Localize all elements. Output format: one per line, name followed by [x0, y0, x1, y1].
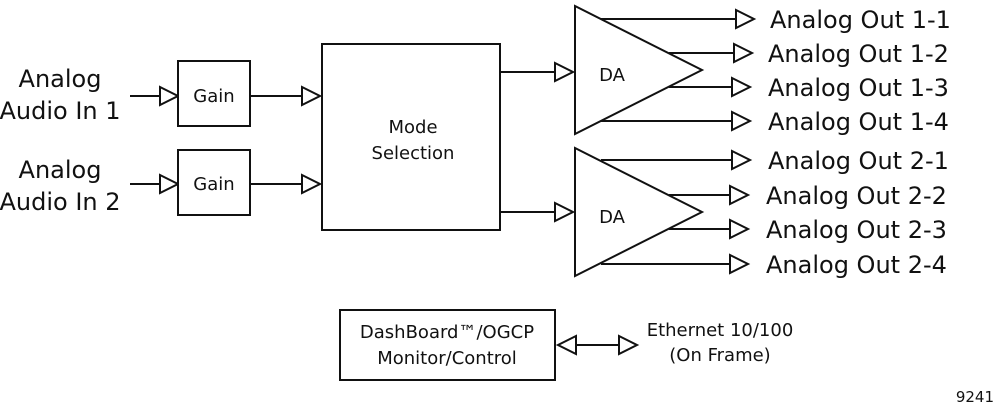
- out-2-1-arrowhead: [731, 149, 753, 171]
- da-amplifier-1: [574, 4, 705, 136]
- mode-to-da-1-arrowhead: [554, 61, 576, 83]
- input-2-arrowhead: [159, 173, 181, 195]
- out-2-3-arrowhead: [729, 218, 751, 240]
- input-1-label-line2: Audio In 1: [0, 97, 121, 125]
- out-2-2-arrowhead: [729, 184, 751, 206]
- network-label-line2: (On Frame): [669, 345, 770, 366]
- mode-selection-box: [321, 43, 501, 231]
- network-link-arrowhead-right: [618, 334, 640, 356]
- mode-selection-label-line2: Selection: [372, 143, 455, 164]
- gain-box-1: [177, 60, 251, 127]
- output-label-2-1: Analog Out 2-1: [768, 147, 949, 175]
- out-1-1-arrowhead: [735, 8, 757, 30]
- output-label-1-3: Analog Out 1-3: [768, 74, 949, 102]
- mode-selection-label-line1: Mode: [388, 117, 437, 138]
- gain-box-1-label: Gain: [193, 86, 234, 107]
- out-1-4-arrowhead: [731, 110, 753, 132]
- da-amplifier-1-label: DA: [599, 65, 626, 86]
- output-label-1-1: Analog Out 1-1: [770, 6, 951, 34]
- figure-number: 9241: [956, 388, 994, 406]
- control-box-label-line2: Monitor/Control: [377, 348, 517, 369]
- out-1-3-arrowhead: [731, 76, 753, 98]
- control-box: [339, 309, 556, 381]
- input-2-label-line1: Analog: [19, 156, 102, 184]
- output-label-1-2: Analog Out 1-2: [768, 40, 949, 68]
- input-1-label-line1: Analog: [19, 65, 102, 93]
- out-1-2-arrowhead: [733, 42, 755, 64]
- da-amplifier-2-label: DA: [599, 207, 626, 228]
- output-label-1-4: Analog Out 1-4: [768, 108, 949, 136]
- mode-to-da-2-arrowhead: [554, 201, 576, 223]
- input-1-arrowhead: [159, 85, 181, 107]
- gain-2-to-mode-arrowhead: [301, 173, 323, 195]
- gain-1-to-mode-arrowhead: [301, 85, 323, 107]
- control-box-label-line1: DashBoard™/OGCP: [360, 322, 534, 343]
- output-label-2-2: Analog Out 2-2: [766, 182, 947, 210]
- output-label-2-4: Analog Out 2-4: [766, 251, 947, 279]
- da-amplifier-2: [574, 146, 705, 278]
- input-2-label-line2: Audio In 2: [0, 188, 121, 216]
- gain-box-2-label: Gain: [193, 174, 234, 195]
- output-label-2-3: Analog Out 2-3: [766, 216, 947, 244]
- network-link-arrowhead-left: [555, 334, 577, 356]
- gain-box-2: [177, 149, 251, 216]
- out-2-4-arrowhead: [729, 253, 751, 275]
- network-label-line1: Ethernet 10/100: [647, 320, 794, 341]
